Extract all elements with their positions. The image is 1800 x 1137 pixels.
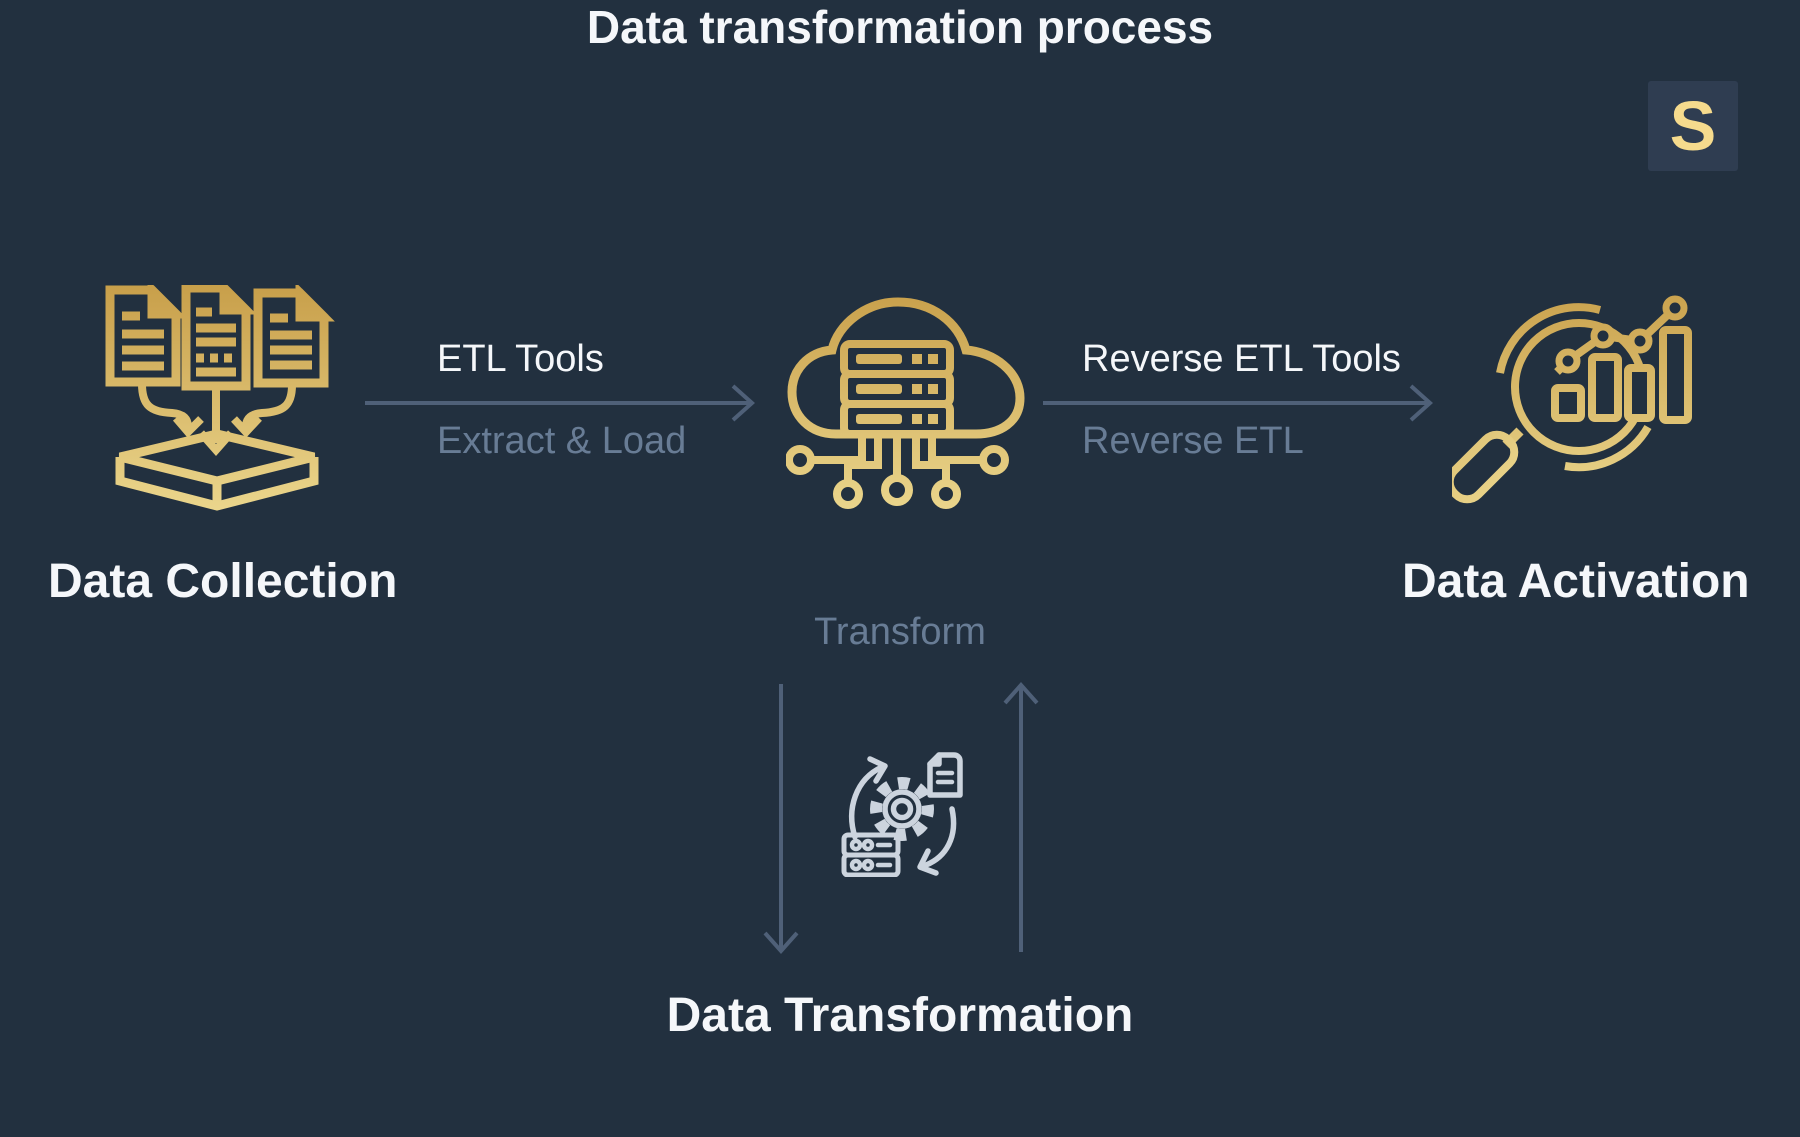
transform-label: Transform: [814, 611, 986, 653]
cloud-data-servers-icon: [786, 297, 1025, 509]
brand-logo-letter: S: [1669, 87, 1717, 165]
gear-document-sync-icon: [841, 752, 963, 877]
reverse-etl-arrow-icon: [1043, 384, 1433, 422]
etl-arrow-icon: [365, 384, 755, 422]
data-transformation-label: Data Transformation: [666, 989, 1134, 1042]
etl-arrow-subtitle: Extract & Load: [437, 420, 687, 462]
reverse-etl-arrow-subtitle: Reverse ETL: [1082, 420, 1304, 462]
transform-down-arrow-icon: [763, 684, 799, 955]
transform-up-arrow-icon: [1003, 681, 1039, 952]
reverse-etl-arrow-title: Reverse ETL Tools: [1082, 338, 1401, 380]
page-title: Data transformation process: [586, 1, 1214, 53]
brand-logo: S: [1648, 81, 1738, 171]
data-collection-icon: [105, 285, 335, 511]
data-activation-label: Data Activation: [1402, 555, 1750, 608]
data-collection-label: Data Collection: [48, 555, 398, 608]
etl-arrow-title: ETL Tools: [437, 338, 604, 380]
magnifier-bar-chart-icon: [1452, 295, 1692, 504]
